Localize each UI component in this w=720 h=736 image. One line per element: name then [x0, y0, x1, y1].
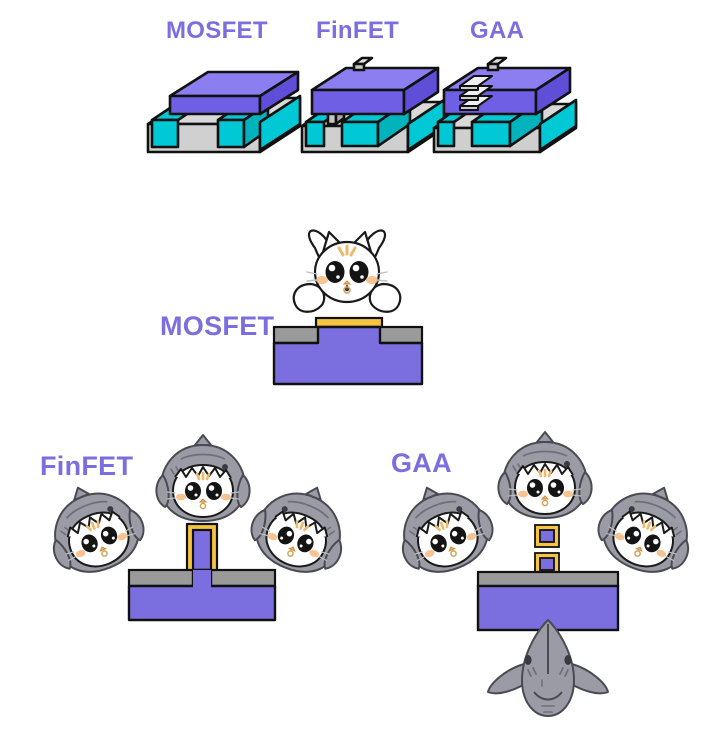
- mosfet-3d-icon: [142, 52, 307, 167]
- gaa-shark-cat-left: [384, 476, 509, 593]
- gaa-shark-full-bottom: [484, 618, 612, 722]
- cat-plain-top: [281, 222, 413, 322]
- gaa-shark-cat-top: [495, 431, 595, 526]
- top-label-finfet: FinFET: [316, 17, 400, 44]
- gaa-3d-icon: [430, 48, 582, 166]
- mosfet-cross-section: [272, 316, 424, 388]
- finfet-shark-cat-right: [236, 476, 361, 593]
- gaa-shark-cat-right: [583, 476, 708, 593]
- top-label-gaa: GAA: [470, 17, 525, 44]
- finfet-3d-icon: [298, 48, 448, 166]
- section-label-finfet: FinFET: [40, 451, 134, 481]
- gaa-cross-section: [476, 570, 620, 632]
- section-label-mosfet: MOSFET: [160, 311, 275, 341]
- finfet-shark-cat-left: [35, 476, 160, 593]
- finfet-shark-cat-top: [153, 434, 253, 529]
- top-label-mosfet: MOSFET: [166, 17, 268, 44]
- finfet-cross-section: [127, 518, 277, 623]
- section-label-gaa: GAA: [391, 448, 452, 478]
